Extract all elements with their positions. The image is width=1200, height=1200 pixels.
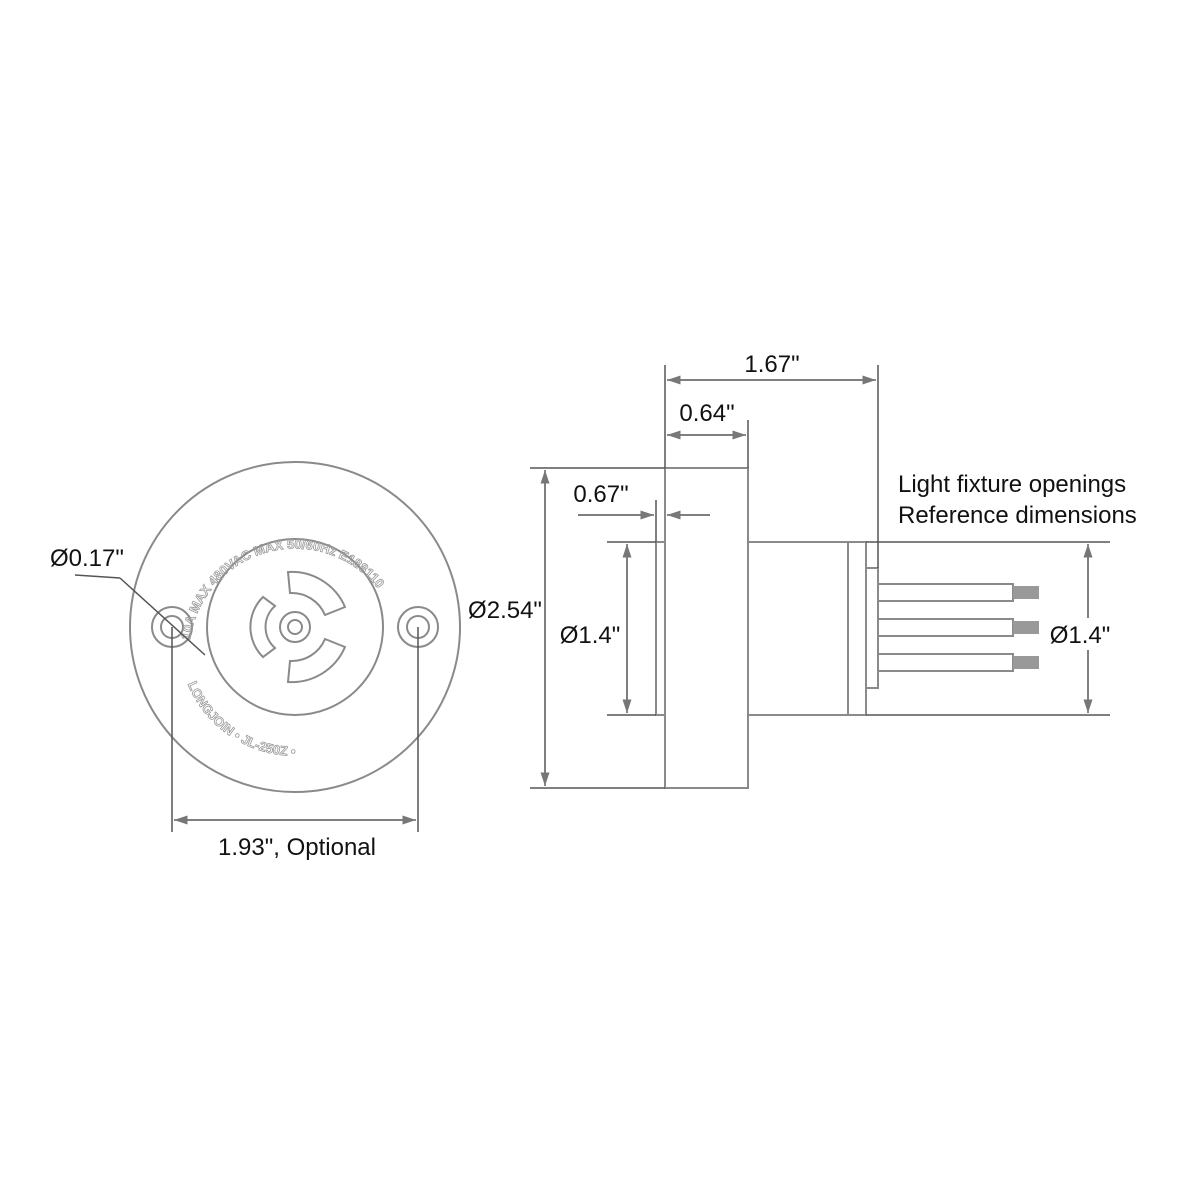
hole-dia-label: Ø0.17" — [50, 545, 124, 572]
flange-thickness-label: 0.64" — [679, 400, 734, 427]
side-view: 1.67" 0.64" 0.67" Ø2.54" Ø1.4" Ø1.4" Lig… — [468, 351, 1140, 789]
back-plate — [865, 567, 879, 689]
marking-bottom: LONGJOIN • JL-250Z • — [185, 679, 296, 759]
note-line-2: Reference dimensions — [898, 502, 1137, 529]
marking-bottom-text: LONGJOIN • JL-250Z • — [184, 679, 296, 760]
wire-leads — [877, 583, 1039, 672]
flange-dia-label: Ø2.54" — [468, 597, 542, 624]
lip — [655, 541, 666, 716]
marking-top-text: 10A MAX 480VAC MAX 50/60Hz E188110 — [178, 536, 388, 641]
hole-spacing-label: 1.93", Optional — [218, 834, 376, 861]
body-dia-left-label: Ø1.4" — [560, 622, 621, 649]
note-line-1: Light fixture openings — [898, 471, 1126, 498]
lip-label: 0.67" — [573, 481, 628, 508]
center-dot — [287, 619, 303, 635]
body-dia-right-label: Ø1.4" — [1050, 622, 1111, 649]
center-ring — [279, 611, 311, 643]
hole-leader-line — [119, 577, 206, 656]
contact-slots — [249, 570, 347, 684]
outer-flange-circle — [129, 461, 461, 793]
ring — [847, 541, 867, 716]
marking-top: 10A MAX 480VAC MAX 50/60Hz E188110 — [178, 536, 387, 640]
body — [747, 541, 849, 716]
receptacle-circle — [206, 538, 384, 716]
hole-leader-tail — [74, 574, 121, 579]
flange — [664, 467, 749, 789]
overall-length-label: 1.67" — [744, 351, 799, 378]
front-view: 10A MAX 480VAC MAX 50/60Hz E188110 LONGJ… — [50, 461, 461, 861]
